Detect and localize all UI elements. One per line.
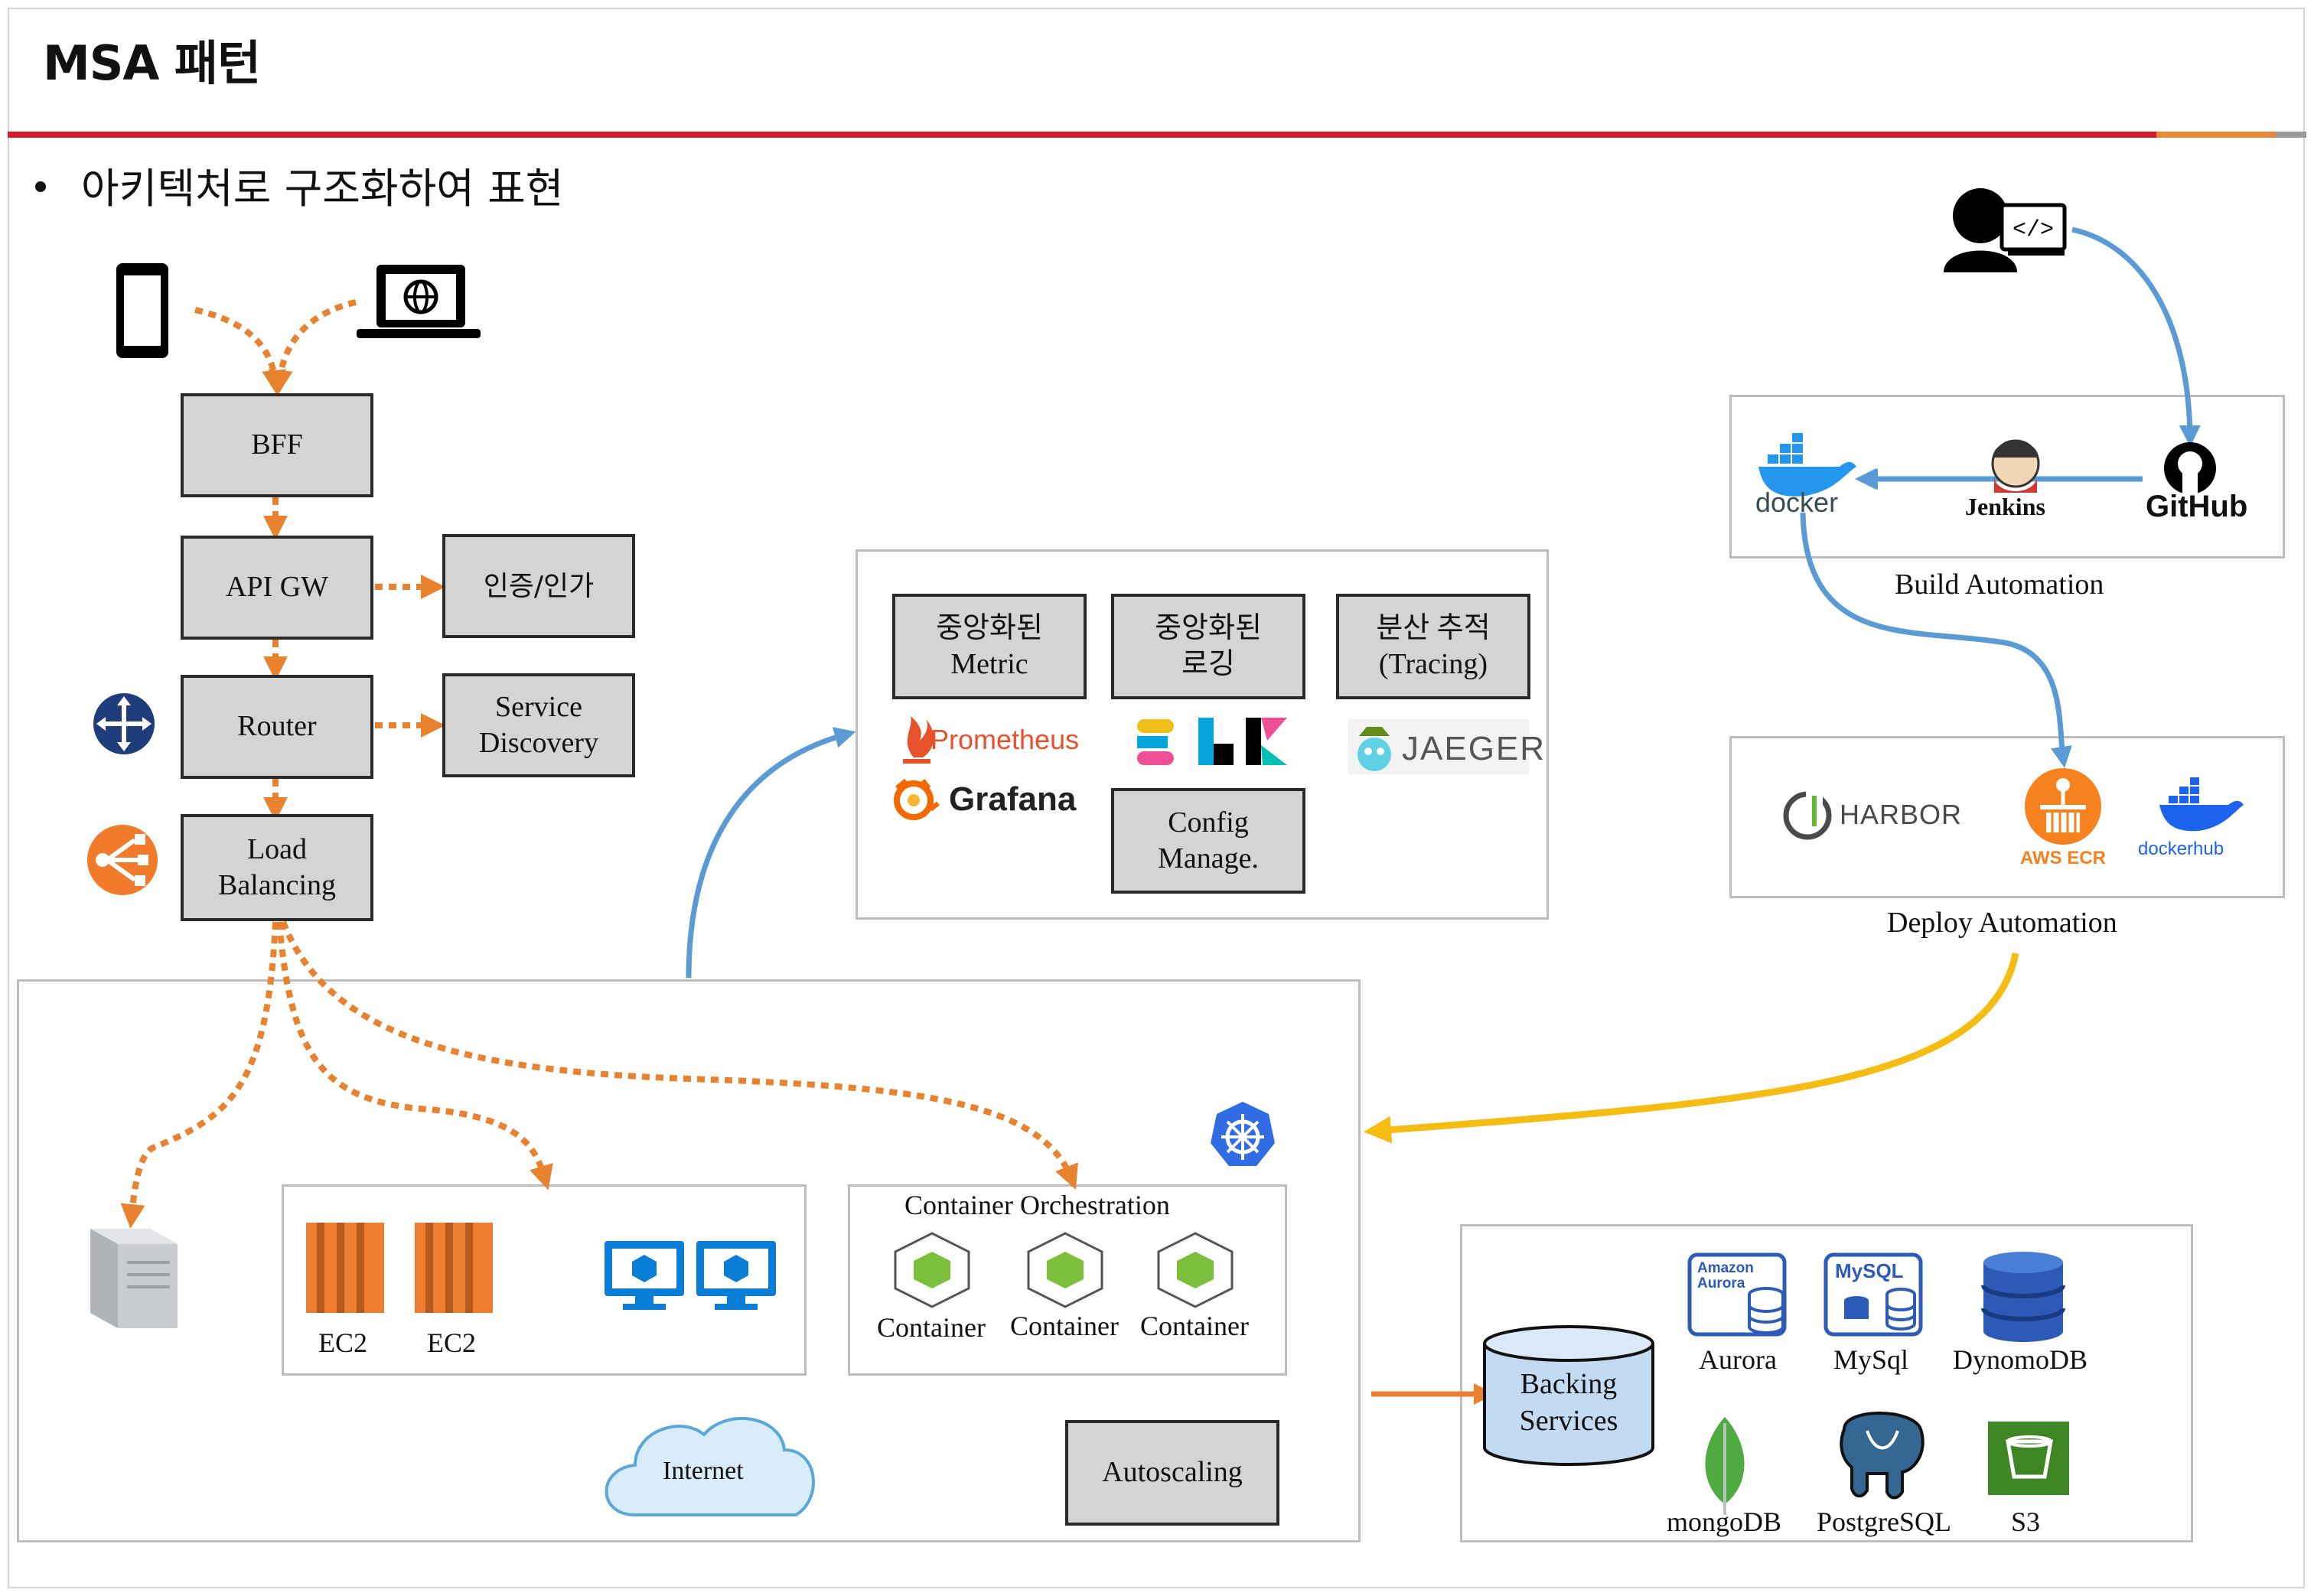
github-icon [2164,442,2216,494]
postgresql-icon [1840,1412,1925,1500]
centralized-metric-box: 중앙화된 Metric [892,594,1087,699]
s3-icon [1988,1422,2069,1495]
bff-box: BFF [181,393,373,497]
developer-icon: </> [1944,188,2067,272]
prometheus-icon [903,716,934,764]
docker-icon [1758,433,1856,497]
prometheus-label: Prometheus [930,724,1080,755]
aurora-icon [1687,1252,1787,1337]
laptop-icon [357,265,481,338]
internet-label: Internet [663,1457,744,1485]
s3-label: S3 [2011,1506,2041,1537]
harbor-label: HARBOR [1840,799,1963,830]
router-icon [93,693,155,754]
bullet-text: 아키텍처로 구조화하여 표현 [81,164,564,213]
api-gateway-box: API GW [181,536,373,640]
container-orchestration-label: Container Orchestration [904,1190,1170,1220]
svg-text:</>: </> [2013,217,2054,243]
ec2-label-1: EC2 [318,1327,368,1358]
ec2-icon [415,1223,493,1313]
cloud-icon [605,1417,815,1516]
ci-arrows [686,226,2201,979]
virtual-machine-icon [696,1241,776,1310]
autoscaling-box: Autoscaling [1065,1420,1279,1526]
backing-services-label: Backing Services [1519,1368,1618,1437]
ec2-icon [306,1223,384,1313]
config-management-box: Config Manage. [1111,788,1305,894]
harbor-icon [1783,788,1832,840]
request-flow-arrows [120,299,1078,1229]
dynamodb-icon [1981,1252,2065,1342]
title-divider-accent [2156,132,2276,138]
container-icon [1027,1232,1103,1308]
virtual-machine-icon [605,1241,684,1310]
jenkins-label: Jenkins [1965,493,2045,520]
mongodb-icon [1705,1417,1745,1515]
aurora-logo-text: Amazon Aurora [1697,1260,1754,1291]
dockerhub-label: dockerhub [2138,839,2224,859]
container-icon [894,1232,970,1308]
backing-services-cylinder [1483,1325,1654,1466]
dynamodb-label: DynomoDB [1953,1344,2088,1375]
build-automation-label: Build Automation [1895,568,2104,601]
grafana-label: Grafana [949,780,1077,818]
distributed-tracing-box: 분산 추적 (Tracing) [1336,594,1530,699]
mysql-icon [1823,1252,1923,1337]
grafana-icon [894,778,940,820]
github-label: GitHub [2146,490,2248,523]
jaeger-label: JAEGER [1402,730,1546,767]
bullet-dot [35,181,46,193]
service-discovery-box: Service Discovery [442,673,635,777]
title-divider-end [2276,132,2306,138]
aws-ecr-label: AWS ECR [2020,848,2107,868]
smartphone-icon [116,263,168,358]
page-title: MSA 패턴 [43,35,261,91]
kubernetes-icon [1211,1102,1275,1166]
container-label-2: Container [1010,1311,1119,1341]
load-balancer-icon [87,825,158,895]
container-label-3: Container [1140,1311,1249,1341]
ec2-label-2: EC2 [427,1327,477,1358]
aurora-label: Aurora [1699,1344,1777,1375]
container-icon [1157,1232,1234,1308]
deploy-arrow [1364,953,2019,1144]
title-divider [8,132,2156,138]
server-icon [90,1229,178,1328]
slide-frame [8,8,2305,1588]
router-box: Router [181,675,373,779]
centralized-logging-box: 중앙화된 로깅 [1111,594,1305,699]
dockerhub-icon [2159,777,2244,832]
container-label-1: Container [877,1312,986,1343]
mysql-logo-text: MySQL [1835,1259,1904,1282]
aws-ecr-icon [2025,768,2101,845]
auth-box: 인증/인가 [442,534,635,638]
load-balancing-box: Load Balancing [181,814,373,921]
docker-label: docker [1755,487,1839,518]
deploy-automation-label: Deploy Automation [1887,907,2117,939]
bullet-item: 아키텍처로 구조화하여 표현 [35,155,564,215]
jenkins-icon [1991,439,2040,493]
jaeger-icon [1348,719,1529,774]
mongodb-label: mongoDB [1667,1506,1782,1537]
mysql-label: MySql [1833,1344,1909,1375]
elk-icon [1137,718,1287,765]
postgresql-label: PostgreSQL [1817,1506,1952,1537]
